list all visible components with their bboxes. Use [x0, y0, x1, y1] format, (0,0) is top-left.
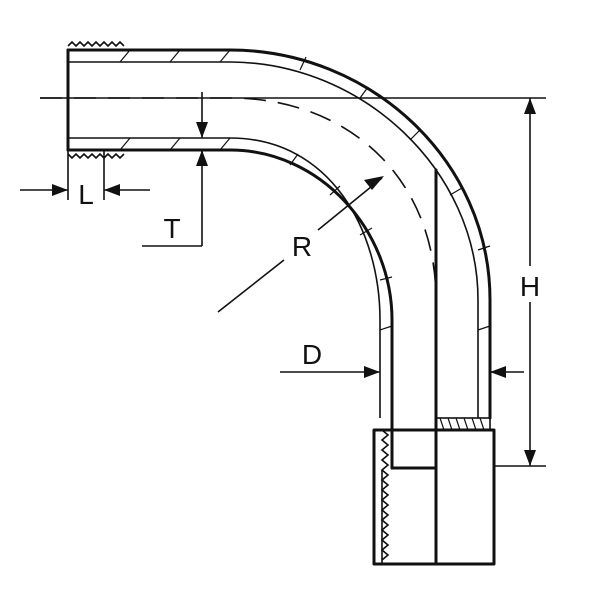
pipe-outer-wall: [66, 48, 492, 420]
label-r: R: [292, 231, 312, 262]
pipe-inner-wall: [66, 137, 394, 470]
vertical-thread: [435, 417, 491, 431]
male-thread-end: [66, 40, 125, 160]
dimension-d: D: [280, 339, 524, 378]
label-l: L: [78, 179, 94, 210]
centerline: [40, 97, 437, 301]
dimension-l: L: [20, 150, 150, 210]
label-h: H: [520, 271, 540, 302]
wall-hatching: [119, 49, 491, 331]
dimension-t: T: [142, 92, 208, 247]
label-d: D: [302, 339, 322, 370]
female-coupling: [372, 428, 496, 566]
label-t: T: [163, 213, 180, 244]
dimension-h: H: [40, 97, 546, 467]
dimension-r: R: [217, 176, 384, 313]
